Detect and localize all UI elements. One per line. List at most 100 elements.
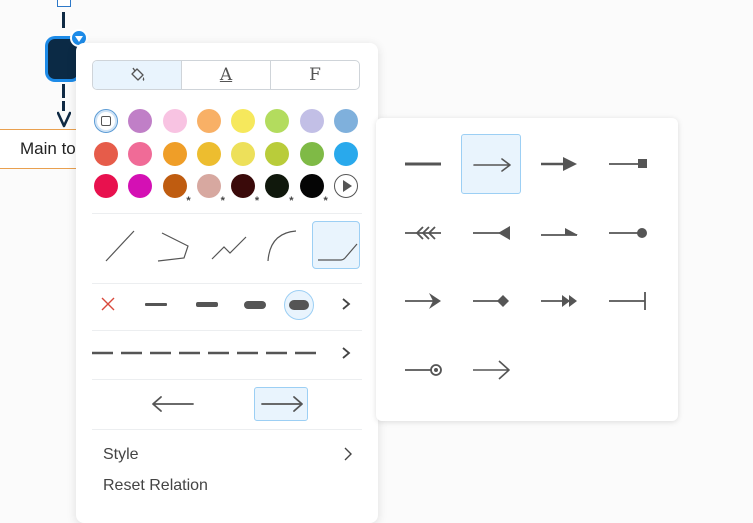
color-swatch[interactable]: * (162, 174, 191, 207)
color-swatch[interactable] (128, 174, 153, 198)
color-swatch[interactable] (334, 141, 359, 166)
color-swatch[interactable] (196, 141, 221, 166)
arrow-style-circle[interactable] (393, 340, 453, 400)
relation-format-panel: A F * * * * * (76, 43, 378, 523)
triple-chevron-icon (405, 226, 441, 240)
chevron-right-icon[interactable] (340, 346, 352, 360)
color-swatch[interactable] (128, 141, 153, 166)
arrow-style-line-arrow[interactable] (461, 134, 521, 194)
swatch-star-marker: * (289, 195, 294, 207)
tab-font[interactable]: F (270, 61, 359, 89)
line-arrow-icon (473, 158, 511, 172)
arrow-style-triangle-left[interactable] (461, 203, 521, 263)
color-swatch[interactable] (299, 141, 324, 166)
divider (92, 330, 362, 331)
color-swatch[interactable] (94, 174, 118, 198)
arrow-style-open-arrow[interactable] (461, 340, 521, 400)
arrow-style-double-triangle[interactable] (529, 271, 589, 331)
arrow-style-bar[interactable] (597, 271, 657, 331)
swatch-star-marker: * (254, 195, 260, 207)
divider (92, 429, 362, 430)
more-colors-icon[interactable] (334, 174, 359, 198)
line-shape-straight[interactable] (96, 221, 144, 269)
relation-line-segment[interactable] (62, 84, 65, 98)
arrow-style-triangle[interactable] (529, 134, 589, 194)
line-shape-rounded-elbow[interactable] (312, 221, 360, 269)
color-swatch[interactable] (162, 109, 187, 133)
color-swatch[interactable] (162, 141, 187, 166)
color-swatch[interactable] (196, 109, 221, 133)
line-width-extra-thick[interactable] (284, 290, 314, 320)
elbow-line-icon (157, 232, 189, 262)
style-label: Style (103, 446, 139, 463)
square-end-icon (609, 159, 647, 168)
tab-text[interactable]: A (181, 61, 270, 89)
half-arrow-icon (541, 228, 578, 236)
triangle-arrow-icon (541, 157, 577, 171)
zigzag-line-icon (211, 236, 247, 260)
relation-line-segment[interactable] (62, 12, 65, 28)
direction-left-icon[interactable] (150, 395, 196, 413)
arrow-style-picker (376, 118, 678, 421)
dashed-line-style-icon[interactable] (92, 347, 322, 359)
triangle-mid-icon (473, 226, 510, 240)
line-width-thick[interactable] (244, 301, 266, 309)
swatch-star-marker: * (220, 195, 225, 207)
arrow-style-filled-arrow[interactable] (393, 271, 453, 331)
color-swatch[interactable]: * (265, 174, 293, 207)
tab-fill[interactable] (93, 61, 181, 89)
open-arrow-icon (473, 360, 510, 380)
relation-arrow-head-icon (57, 111, 71, 128)
color-swatch[interactable] (231, 109, 256, 133)
arrow-style-diamond[interactable] (461, 271, 521, 331)
color-swatch[interactable] (128, 109, 153, 133)
arrow-style-dot[interactable] (597, 203, 657, 263)
relation-line-segment[interactable] (62, 101, 65, 111)
arrow-style-square[interactable] (597, 134, 657, 194)
curve-line-icon (267, 230, 297, 262)
direction-row (92, 386, 362, 422)
tab-font-label: F (309, 65, 321, 85)
no-line-icon[interactable] (100, 296, 116, 312)
plain-line-end-icon (405, 162, 441, 166)
line-shape-zigzag[interactable] (204, 221, 252, 269)
color-swatch[interactable]: * (299, 174, 328, 207)
color-swatch[interactable]: * (231, 174, 259, 207)
line-shape-row (92, 221, 362, 271)
direction-right-icon (261, 396, 303, 412)
color-swatch[interactable] (265, 141, 290, 166)
tab-text-label: A (219, 65, 233, 85)
divider (92, 379, 362, 380)
color-swatch-none[interactable] (94, 109, 118, 133)
line-width-medium[interactable] (196, 302, 218, 307)
diamond-end-icon (473, 295, 509, 307)
arrow-style-half-arrow[interactable] (529, 203, 589, 263)
parent-node-edge[interactable] (57, 0, 71, 7)
paint-bucket-icon (131, 67, 145, 81)
line-shape-elbow[interactable] (150, 221, 198, 269)
color-swatch[interactable]: * (196, 174, 225, 207)
selected-node[interactable] (48, 39, 78, 79)
line-width-row (92, 288, 362, 322)
color-swatch[interactable] (94, 141, 118, 166)
color-swatch-grid: * * * * * (94, 109, 364, 207)
chevron-right-icon[interactable] (340, 297, 352, 311)
arrow-style-none[interactable] (393, 134, 453, 194)
color-swatch[interactable] (299, 109, 324, 133)
reset-relation-menu-item[interactable]: Reset Relation (76, 472, 378, 500)
color-swatch[interactable] (265, 109, 290, 133)
dot-end-icon (609, 228, 647, 238)
main-topic-label: Main to (20, 139, 76, 158)
color-swatch[interactable] (231, 141, 256, 166)
reset-relation-label: Reset Relation (103, 477, 208, 494)
style-menu-item[interactable]: Style (76, 440, 378, 468)
circle-end-icon (405, 364, 442, 376)
line-shape-curve[interactable] (258, 221, 306, 269)
arrow-style-triple-chevron[interactable] (393, 203, 453, 263)
line-width-extra-thick-swatch (289, 300, 309, 310)
filled-arrow-icon (405, 293, 441, 309)
direction-right-button[interactable] (254, 387, 308, 421)
line-width-thin[interactable] (145, 303, 167, 306)
bar-end-icon (609, 292, 646, 310)
color-swatch[interactable] (334, 109, 359, 133)
